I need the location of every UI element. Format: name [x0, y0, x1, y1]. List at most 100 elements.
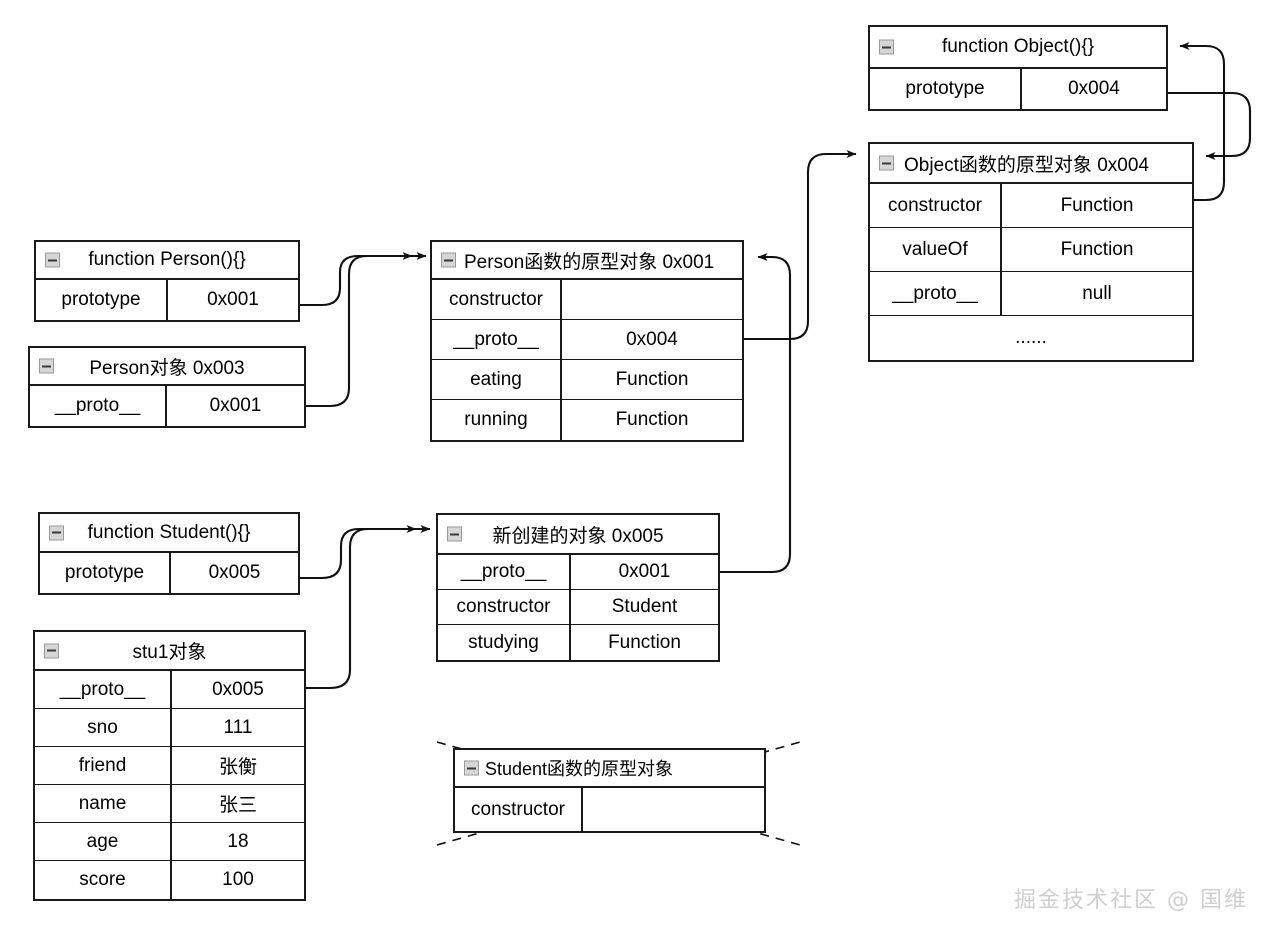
row-key: constructor	[438, 590, 571, 624]
table-row: sno 111	[35, 709, 304, 747]
row-value: 111	[223, 716, 253, 738]
minus-box-icon[interactable]	[879, 39, 894, 55]
table-row: eating Function	[432, 360, 742, 400]
table-row: name 张三	[35, 785, 304, 823]
table-row: constructor Function	[870, 184, 1192, 228]
row-value: 0x001	[618, 561, 671, 582]
row-value: 0x004	[626, 328, 678, 350]
row-value: Function	[1060, 238, 1134, 260]
table-row: prototype 0x001	[36, 280, 298, 320]
wire-stu1-proto	[306, 525, 431, 690]
row-value: 18	[227, 830, 249, 852]
box-function-person[interactable]: function Person(){} prototype 0x001	[34, 240, 300, 322]
watermark: 掘金技术社区 @ 国维	[1014, 888, 1248, 913]
table-row: friend 张衡	[35, 747, 304, 785]
row-key: valueOf	[870, 228, 1002, 271]
row-value	[583, 788, 764, 831]
box-rows: prototype 0x005	[40, 553, 298, 593]
box-object-prototype[interactable]: Object函数的原型对象 0x004 constructor Function…	[868, 142, 1194, 362]
row-value: 0x001	[209, 395, 262, 416]
box-header: Person对象 0x003	[30, 348, 304, 386]
minus-box-icon[interactable]	[45, 252, 60, 268]
minus-box-icon[interactable]	[49, 525, 64, 540]
box-new-created-object[interactable]: 新创建的对象 0x005 __proto__ 0x001 constructor…	[436, 513, 720, 662]
box-header: Object函数的原型对象 0x004	[870, 144, 1192, 184]
box-person-object[interactable]: Person对象 0x003 __proto__ 0x001	[28, 346, 306, 428]
wire-personproto-to-objectproto	[744, 150, 857, 341]
row-value: 张衡	[218, 757, 257, 778]
box-rows: constructor	[455, 788, 764, 831]
box-title: function Object(){}	[941, 36, 1095, 57]
row-key: friend	[35, 747, 172, 784]
wire-student-prototype	[300, 525, 417, 580]
row-value: Function	[1060, 194, 1134, 216]
row-value: Function	[615, 368, 689, 390]
table-row: prototype 0x005	[40, 553, 298, 593]
minus-box-icon[interactable]	[464, 760, 479, 776]
box-header: function Object(){}	[870, 27, 1166, 69]
box-title: function Person(){}	[88, 249, 246, 270]
wire-personobj-proto	[306, 252, 427, 408]
box-header: function Student(){}	[40, 514, 298, 553]
box-header: Person函数的原型对象 0x001	[432, 242, 742, 280]
minus-box-icon[interactable]	[441, 252, 456, 268]
row-value: Student	[611, 596, 678, 617]
box-function-object[interactable]: function Object(){} prototype 0x004	[868, 25, 1168, 111]
row-key: __proto__	[870, 272, 1002, 315]
row-key: eating	[432, 360, 562, 399]
row-key: score	[35, 861, 172, 899]
box-person-prototype[interactable]: Person函数的原型对象 0x001 constructor __proto_…	[430, 240, 744, 442]
row-key: age	[35, 823, 172, 860]
table-row: running Function	[432, 400, 742, 440]
box-student-prototype-crossed-out[interactable]: Student函数的原型对象 constructor	[453, 748, 766, 833]
box-title: Person对象 0x003	[89, 357, 245, 379]
box-function-student[interactable]: function Student(){} prototype 0x005	[38, 512, 300, 595]
row-ellipsis: ......	[1015, 327, 1047, 348]
box-rows: constructor Function valueOf Function __…	[870, 184, 1192, 360]
row-value: 100	[222, 869, 254, 890]
row-key: studying	[438, 625, 571, 660]
row-key: prototype	[36, 280, 168, 320]
box-stu1-object[interactable]: stu1对象 __proto__ 0x005 sno 111 friend 张衡…	[33, 630, 306, 901]
row-key: name	[35, 785, 172, 822]
row-value	[562, 280, 742, 319]
row-value: 0x005	[208, 562, 261, 583]
minus-box-icon[interactable]	[879, 155, 894, 171]
table-row: prototype 0x004	[870, 69, 1166, 109]
box-title: Object函数的原型对象 0x004	[904, 154, 1149, 176]
box-title: Person函数的原型对象 0x001	[464, 251, 715, 273]
minus-box-icon[interactable]	[39, 358, 54, 374]
box-header: stu1对象	[35, 632, 304, 671]
row-key: __proto__	[30, 386, 167, 426]
row-key: prototype	[870, 69, 1022, 109]
table-row: valueOf Function	[870, 228, 1192, 272]
row-key: running	[432, 400, 562, 440]
table-row: __proto__ 0x001	[438, 555, 718, 590]
wire-person-prototype	[300, 252, 413, 307]
box-rows: __proto__ 0x005 sno 111 friend 张衡 name 张…	[35, 671, 304, 899]
box-rows: __proto__ 0x001	[30, 386, 304, 426]
box-header: 新创建的对象 0x005	[438, 515, 718, 555]
row-value: 张三	[218, 795, 257, 816]
table-row: constructor Student	[438, 590, 718, 625]
row-value: Function	[615, 409, 689, 430]
row-value: 0x005	[212, 678, 264, 700]
box-title: function Student(){}	[87, 521, 251, 543]
table-row: age 18	[35, 823, 304, 861]
table-row: constructor	[432, 280, 742, 320]
box-title: Student函数的原型对象	[485, 759, 674, 779]
minus-box-icon[interactable]	[44, 643, 59, 658]
table-row: constructor	[455, 788, 764, 831]
row-value: Function	[608, 631, 681, 653]
minus-box-icon[interactable]	[447, 526, 462, 542]
box-rows: constructor __proto__ 0x004 eating Funct…	[432, 280, 742, 440]
box-rows: prototype 0x004	[870, 69, 1166, 109]
table-row-ellipsis: ......	[870, 316, 1192, 360]
box-header: Student函数的原型对象	[455, 750, 764, 788]
row-value: null	[1082, 282, 1112, 304]
table-row: studying Function	[438, 625, 718, 660]
row-key: __proto__	[432, 320, 562, 359]
row-key: constructor	[870, 184, 1002, 227]
table-row: __proto__ 0x001	[30, 386, 304, 426]
